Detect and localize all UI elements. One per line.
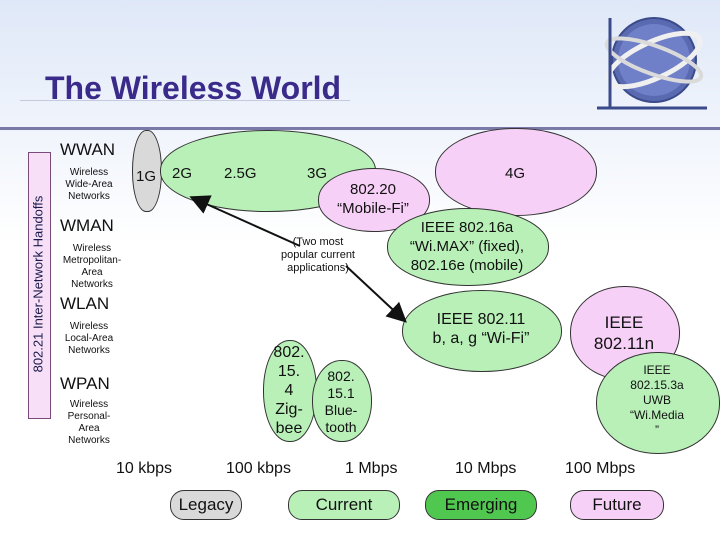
wpan-desc-line: Wireless [69, 399, 109, 410]
speed-10mbps: 10 Mbps [455, 460, 517, 477]
wlan-desc-line: Networks [68, 345, 110, 356]
wpan-desc-line: Personal- [67, 411, 111, 422]
arrow-to-cellular [189, 195, 301, 247]
arrow-to-wifi [345, 265, 407, 323]
wwan-label: WWAN [60, 140, 116, 159]
wimax-label: IEEE 802.16a “Wi.MAX” (fixed), 802.16e (… [390, 218, 544, 275]
wifi-shape [402, 290, 562, 372]
globe-logo-icon [597, 17, 707, 110]
wman-desc-line: Networks [71, 279, 113, 290]
wifi-line: b, a, g “Wi-Fi” [432, 330, 530, 347]
center-note-line: popular current [281, 249, 355, 261]
uwb-label: IEEE 802.15.3a UWB “Wi.Media ” [598, 363, 716, 438]
speed-10kbps: 10 kbps [116, 460, 173, 477]
gen-1g-label: 1G [136, 168, 157, 185]
wifi-n-line: 802.11n [593, 334, 655, 353]
gen-4g-shape [435, 128, 597, 216]
uwb-line: IEEE [643, 363, 671, 377]
page-title: The Wireless World [45, 70, 342, 106]
zigbee-line: 802. [273, 344, 305, 361]
wman-desc-line: Area [81, 267, 103, 278]
zigbee-line: bee [275, 420, 303, 437]
gen-1g-shape [132, 130, 162, 212]
wifi-n-line: IEEE [604, 313, 644, 332]
bluetooth-line: 15.1 [327, 385, 355, 401]
bluetooth-shape [312, 360, 372, 442]
gen-2g-label: 2G [172, 165, 193, 182]
handoff-band [28, 152, 51, 419]
title-divider [0, 127, 720, 130]
speed-1mbps: 1 Mbps [345, 460, 398, 477]
wpan-label: WPAN [60, 374, 110, 393]
mobile-fi-label: 802.20 “Mobile-Fi” [320, 180, 426, 218]
wman-desc-line: Wireless [72, 243, 112, 254]
zigbee-line: Zig- [275, 401, 303, 418]
wlan-label: WLAN [60, 294, 110, 313]
bluetooth-label: 802. 15.1 Blue- tooth [313, 368, 369, 436]
legend-legacy: Legacy [170, 490, 242, 520]
wpan-desc-line: Area [78, 423, 100, 434]
wwan-desc-line: Wireless [69, 167, 109, 178]
wpan-desc: Wireless Personal- Area Networks [58, 399, 120, 447]
uwb-line: UWB [643, 393, 671, 407]
gen-25g-label: 2.5G [224, 165, 257, 182]
wlan-desc: Wireless Local-Area Networks [58, 321, 120, 357]
wwan-desc-line: Wide-Area [65, 179, 113, 190]
wlan-desc-line: Local-Area [64, 333, 114, 344]
gen-3g-label: 3G [307, 165, 328, 182]
mobile-fi-line: “Mobile-Fi” [337, 200, 409, 217]
zigbee-label: 802. 15. 4 Zig- bee [264, 343, 314, 438]
wimax-shape [387, 208, 549, 286]
uwb-line: 802.15.3a [630, 378, 684, 392]
wimax-line: IEEE 802.16a [420, 219, 514, 236]
header-line [20, 100, 350, 101]
center-note-line: applications) [287, 262, 349, 274]
legend-future: Future [570, 490, 664, 520]
speed-100kbps: 100 kbps [226, 460, 291, 477]
speed-100mbps: 100 Mbps [565, 460, 636, 477]
zigbee-line: 4 [284, 382, 294, 399]
uwb-line: “Wi.Media [629, 408, 684, 422]
wifi-label: IEEE 802.11 b, a, g “Wi-Fi” [405, 310, 557, 348]
bluetooth-line: 802. [327, 368, 355, 384]
zigbee-line: 15. [277, 363, 301, 380]
wimax-line: “Wi.MAX” (fixed), [409, 238, 525, 255]
zigbee-shape [263, 340, 317, 442]
wman-desc-line: Metropolitan- [62, 255, 122, 266]
wimax-line: 802.16e (mobile) [410, 257, 524, 274]
wifi-line: IEEE 802.11 [436, 311, 526, 328]
legend-current: Current [288, 490, 400, 520]
center-note-line: (Two most [292, 236, 344, 248]
gen-4g-label: 4G [505, 165, 526, 182]
wman-label: WMAN [60, 216, 114, 235]
mobile-fi-line: 802.20 [350, 181, 396, 198]
wifi-n-label: IEEE 802.11n [572, 312, 676, 354]
bluetooth-line: Blue- [324, 402, 358, 418]
wwan-desc-line: Networks [68, 191, 110, 202]
legend-emerging: Emerging [425, 490, 537, 520]
wpan-desc-line: Networks [68, 435, 110, 446]
center-note: (Two most popular current applications) [268, 236, 368, 275]
wlan-desc-line: Wireless [69, 321, 109, 332]
bluetooth-line: tooth [325, 419, 357, 435]
uwb-line: ” [655, 423, 659, 437]
wwan-desc: Wireless Wide-Area Networks [58, 167, 120, 203]
wman-desc: Wireless Metropolitan- Area Networks [56, 243, 128, 291]
